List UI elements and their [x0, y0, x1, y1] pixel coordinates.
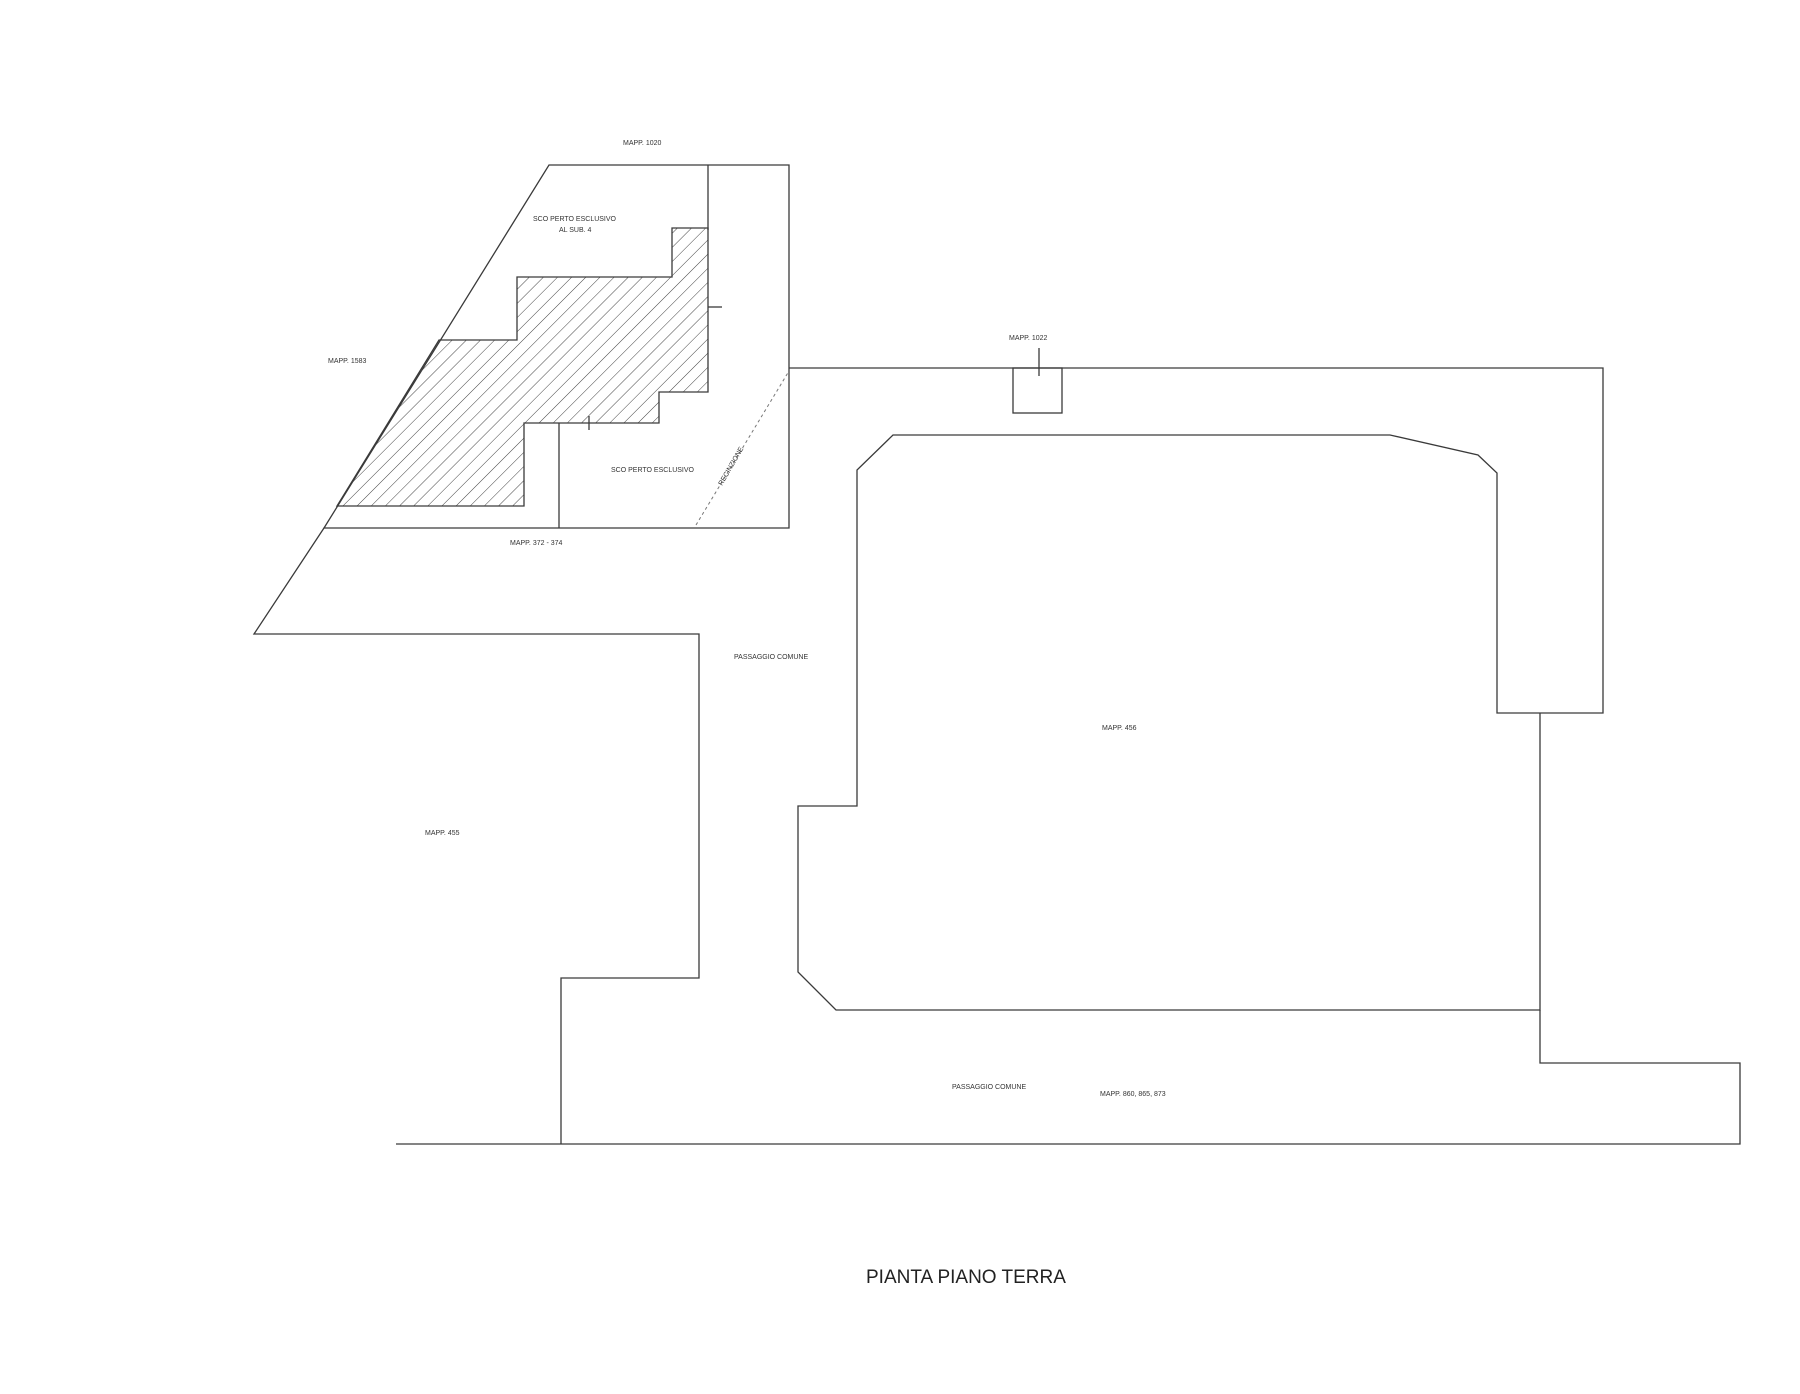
label-mapp-bottom-right: MAPP. 860, 865, 873: [1100, 1091, 1166, 1098]
label-mapp-lower-left: MAPP. 455: [425, 830, 460, 837]
label-passaggio-comune-top: PASSAGGIO COMUNE: [734, 654, 808, 661]
label-passaggio-comune-bottom: PASSAGGIO COMUNE: [952, 1084, 1026, 1091]
upper-left-lot: [322, 164, 790, 529]
main-building: [396, 348, 1741, 1145]
label-mapp-bottom-left: MAPP. 372 - 374: [510, 540, 563, 547]
label-mapp-1022: MAPP. 1022: [1009, 335, 1048, 342]
annotations: MAPP. 1020 SCO PERTO ESCLUSIVO AL SUB. 4…: [328, 140, 1166, 1098]
label-mapp-center: MAPP. 456: [1102, 725, 1137, 732]
label-mapp-left: MAPP. 1583: [328, 358, 367, 365]
lower-right-boundary: [396, 1010, 1741, 1145]
outer-boundary: [789, 367, 1604, 1011]
small-notch: [1012, 367, 1063, 414]
label-recinzione: RECINZIONE: [718, 446, 746, 487]
label-scoperto-esclusivo-top: SCO PERTO ESCLUSIVO: [533, 216, 617, 223]
label-scoperto-esclusivo-bottom: SCO PERTO ESCLUSIVO: [611, 467, 695, 474]
drawing-title: PIANTA PIANO TERRA: [866, 1267, 1066, 1288]
hatched-building-footprint: [335, 227, 709, 507]
left-parcel: [252, 527, 700, 1144]
label-mapp-top: MAPP. 1020: [623, 140, 662, 147]
label-al-sub: AL SUB. 4: [559, 227, 592, 234]
left-parcel-outline: [252, 527, 700, 1144]
